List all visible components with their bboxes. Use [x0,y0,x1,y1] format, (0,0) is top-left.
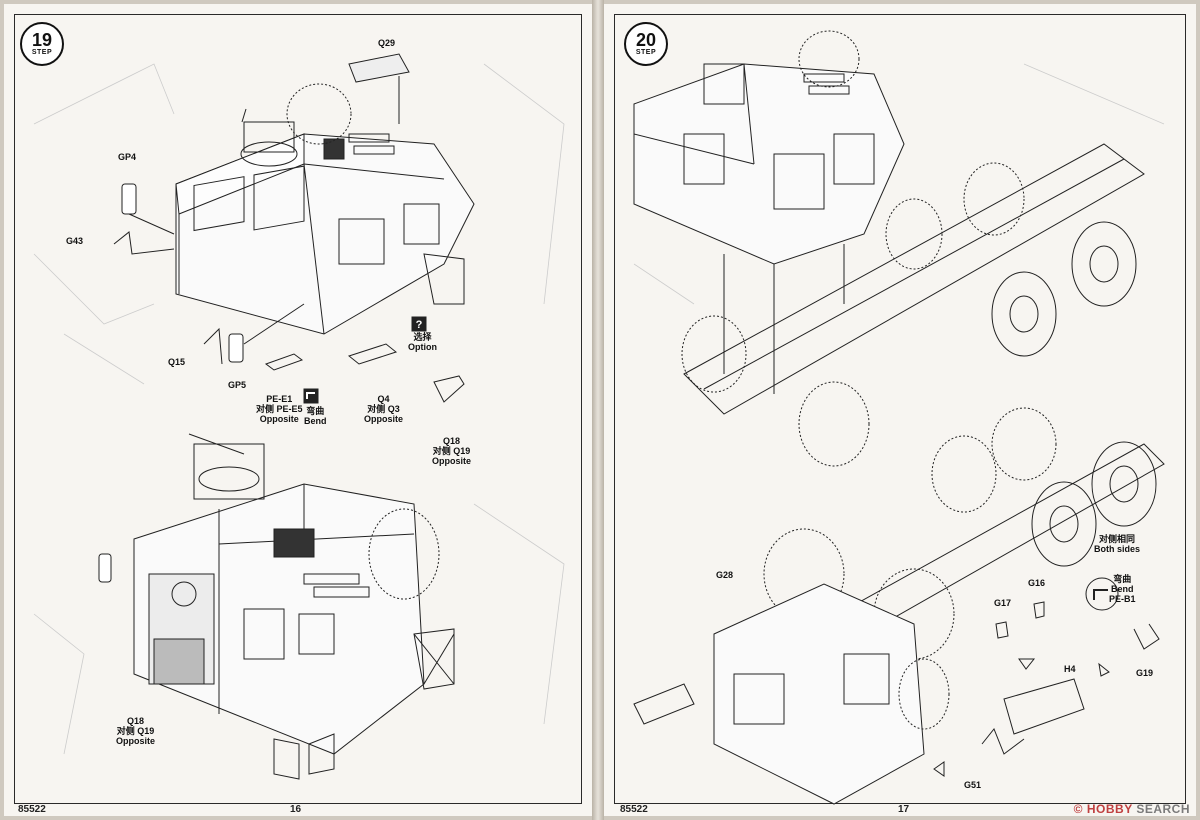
watermark-word: SEARCH [1136,802,1190,816]
label-q3: 对侧 Q3 [367,404,400,414]
label-option-group: 选择 Option [408,332,437,352]
label-bend-zh-right: 弯曲 [1113,574,1132,584]
label-bend-zh: 弯曲 [306,406,325,416]
label-q-opposite: Opposite [364,414,404,424]
label-q19b: 对侧 Q19 [116,726,155,736]
step-word: STEP [31,49,53,56]
label-gp4: GP4 [118,152,137,162]
label-q4-group: Q4 对侧 Q3 Opposite [364,394,403,424]
label-pe-b1: PE-B1 [1109,594,1136,604]
label-pe-e1-group: PE-E1 对侧 PE-E5 Opposite [256,394,303,424]
label-q19-opposite: Opposite [432,456,472,466]
svg-text:?: ? [416,319,423,331]
label-option-zh: 选择 [413,332,432,342]
left-page-frame [14,14,582,804]
label-both-sides-group: 对侧相同 Both sides [1094,534,1140,554]
right-page-frame [614,14,1186,804]
label-q18b: Q18 [127,716,145,726]
label-g19: G19 [1136,668,1154,678]
label-bend-en: Bend [304,416,327,426]
watermark-symbol: © [1073,802,1084,816]
step-number: 20 [635,30,657,50]
right-page: 20 STEP [604,4,1196,816]
cab-drawing-top: ? [33,53,565,404]
label-g28: G28 [716,570,734,580]
watermark: © HOBBY SEARCH [1074,802,1190,816]
label-q4: Q4 [377,394,390,404]
label-q18: Q18 [443,436,461,446]
label-q19b-opposite: Opposite [116,736,156,746]
cab-drawing-bottom [33,433,565,780]
step-word: STEP [635,49,657,56]
page-number-right: 17 [898,804,910,815]
label-bend-group: 弯曲 Bend [304,406,327,426]
step-badge-20: 20 STEP [624,22,668,66]
label-g51: G51 [964,780,982,790]
page-number-left: 16 [290,804,302,815]
label-gp5: GP5 [228,380,247,390]
step-badge-19: 19 STEP [20,22,64,66]
watermark-brand: HOBBY [1086,802,1133,816]
label-bend-en-right: Bend [1111,584,1134,594]
label-option-en: Option [408,342,437,352]
label-g43: G43 [66,236,84,246]
label-q18-group: Q18 对侧 Q19 Opposite [432,436,471,466]
label-both-sides-en: Both sides [1094,544,1141,554]
label-q15: Q15 [168,357,186,367]
label-g17: G17 [994,598,1012,608]
truck-drawing-top [633,30,1165,467]
kit-number-right: 85522 [620,804,648,815]
book-gutter [592,0,604,820]
label-pe-e1: PE-E1 [266,394,293,404]
step-number: 19 [31,30,53,50]
label-h4: H4 [1064,664,1076,674]
left-page: 19 STEP [4,4,592,816]
label-both-sides-zh: 对侧相同 [1099,534,1136,544]
label-bend-group-right: 弯曲 Bend PE-B1 [1109,574,1136,604]
label-q29: Q29 [378,38,396,48]
label-g16: G16 [1028,578,1046,588]
truck-drawing-bottom [633,407,1165,805]
label-q19: 对侧 Q19 [432,446,471,456]
label-pe-e5: 对侧 PE-E5 [256,404,303,414]
label-q18b-group: Q18 对侧 Q19 Opposite [116,716,155,746]
label-pe-opposite: Opposite [259,414,299,424]
kit-number-left: 85522 [18,804,46,815]
